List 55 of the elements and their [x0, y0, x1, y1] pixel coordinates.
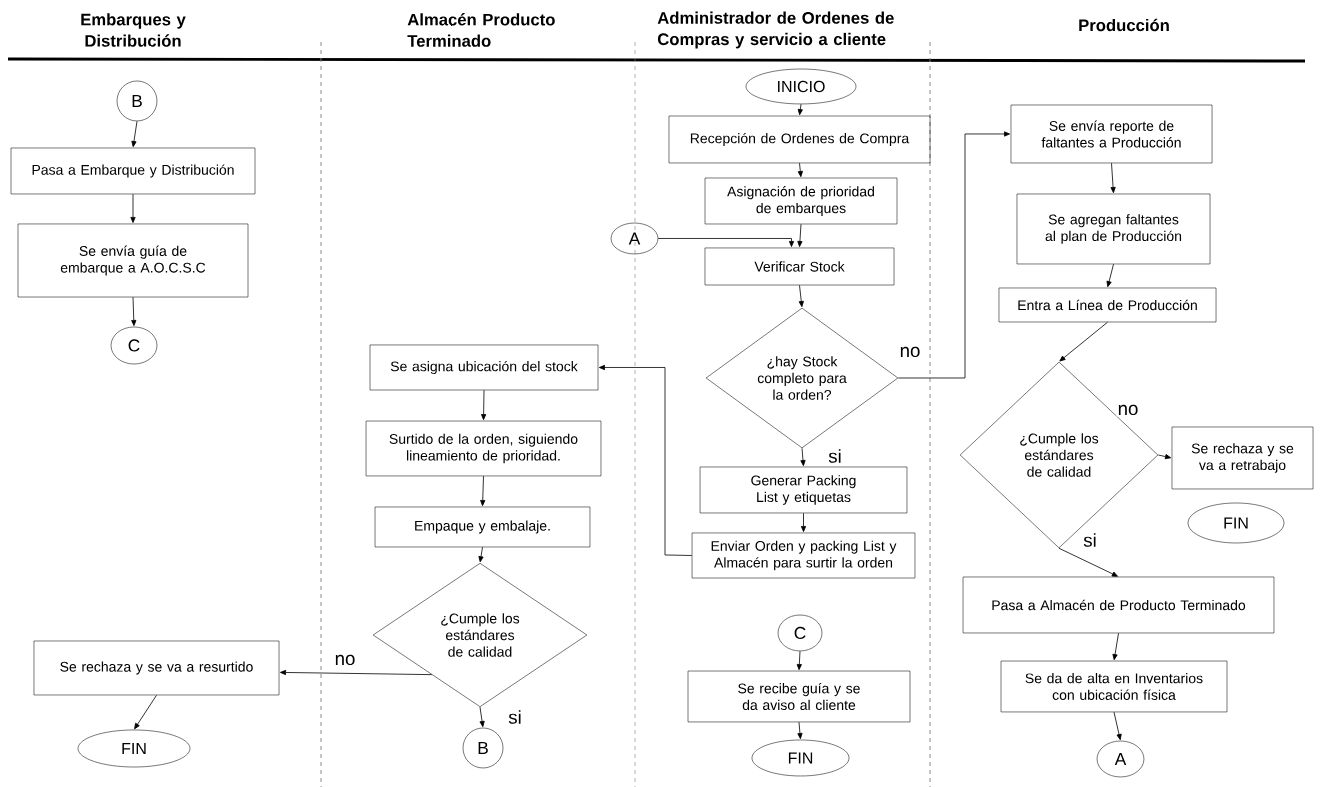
process-box: Se asigna ubicación del stock — [369, 344, 599, 391]
process-box: Verificar Stock — [704, 247, 895, 286]
arrow — [1157, 454, 1172, 460]
arrow — [1059, 321, 1108, 362]
process-box: Recepción de Ordenes de Compra — [668, 115, 931, 164]
edge-label: no — [1116, 403, 1140, 417]
lane-header: Producción — [1079, 18, 1169, 32]
process-box: Se rechaza y se va a resurtido — [33, 640, 280, 696]
arrow — [797, 103, 803, 116]
process-box: Surtido de la orden, siguiendo lineamiento de prioridad. — [365, 420, 602, 477]
arrow — [598, 364, 693, 556]
lane-header: Administrador de Ordenes de Compras y servicio a cliente — [657, 11, 894, 49]
edge-label: si — [1081, 531, 1099, 549]
process-box: Se agregan faltantes al plan de Producción — [1016, 193, 1211, 265]
arrow — [134, 694, 157, 730]
process-box: Pasa a Almacén de Producto Terminado — [962, 576, 1275, 634]
arrow — [1058, 547, 1118, 577]
arrow — [798, 284, 804, 308]
arrow — [800, 512, 807, 532]
arrow — [1106, 263, 1114, 288]
process-box: Entra a Línea de Producción — [998, 287, 1217, 323]
process-box: Enviar Orden y packing List y Almacén para surtir la orden — [691, 532, 916, 579]
process-box: Empaque y embalaje. — [374, 506, 591, 548]
arrow — [897, 131, 1011, 379]
arrow — [1110, 162, 1116, 194]
process-box: Se recibe guía y se da aviso al cliente — [687, 670, 911, 723]
arrow — [481, 389, 487, 421]
arrow — [797, 223, 803, 247]
process-box: Generar Packing List y etiquetas — [699, 466, 908, 514]
process-box: Se envía reporte de faltantes a Producción — [1010, 104, 1213, 164]
arrow — [480, 475, 486, 507]
arrow — [130, 193, 136, 223]
arrow — [657, 238, 795, 247]
process-box: Se da de alta en Inventarios con ubicación física — [1000, 660, 1228, 713]
arrow — [131, 120, 138, 148]
arrow — [478, 546, 484, 563]
arrow — [797, 162, 803, 178]
arrow — [479, 706, 485, 728]
lane-header: Embarques y Distribución — [81, 13, 186, 47]
arrow — [280, 669, 433, 676]
arrow — [1112, 632, 1119, 661]
arrow — [800, 447, 806, 467]
lane-header: Almacén Producto Terminado — [407, 13, 555, 47]
arrow — [797, 721, 803, 740]
edge-label: si — [506, 708, 524, 726]
process-box: Se envía guía de embarque a A.O.C.S.C — [17, 223, 249, 298]
arrow — [1113, 711, 1122, 741]
arrow — [796, 650, 802, 671]
edge-label: si — [826, 447, 844, 465]
edge-label: no — [898, 345, 922, 359]
arrow — [131, 296, 137, 326]
process-box: Se rechaza y se va a retrabajo — [1171, 426, 1314, 490]
edge-label: no — [333, 653, 357, 667]
process-box: Asignación de prioridad de embarques — [704, 177, 898, 225]
process-box: Pasa a Embarque y Distribución — [10, 147, 256, 195]
